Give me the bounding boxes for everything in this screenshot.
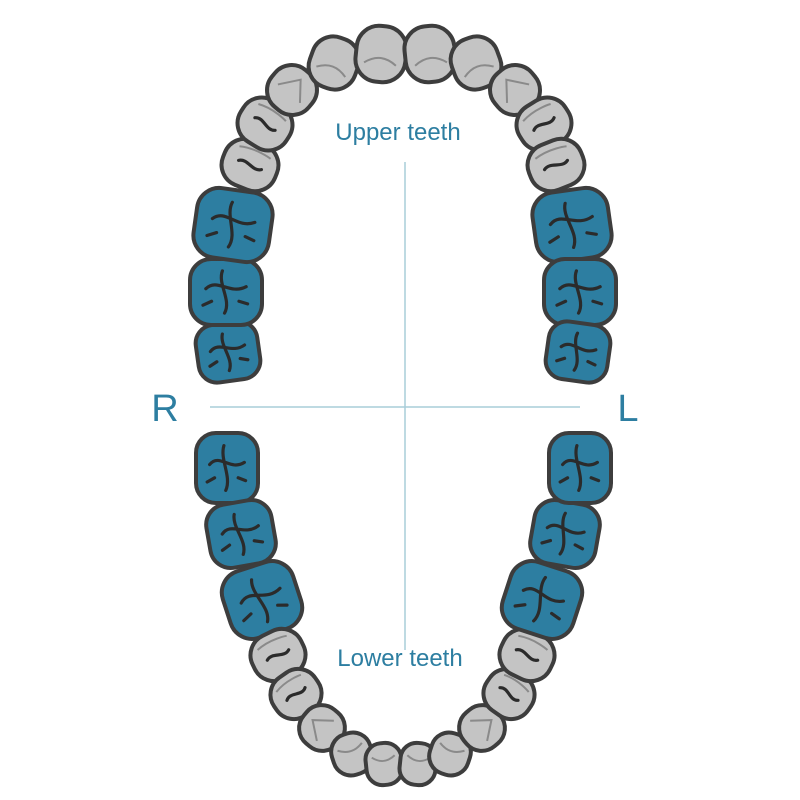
tooth-u-r7 [190, 259, 262, 325]
tooth-u-r8 [193, 319, 262, 385]
left-side-label: L [617, 388, 638, 430]
upper-arch [190, 24, 616, 385]
lower-arch [196, 433, 611, 787]
tooth-l-r8 [196, 433, 258, 503]
molar-crown [544, 259, 616, 325]
molar-crown [190, 185, 275, 265]
tooth-u-r1 [353, 24, 409, 85]
molar-crown [190, 259, 262, 325]
upper-teeth-label: Upper teeth [335, 119, 460, 146]
tooth-u-r6 [190, 185, 275, 265]
tooth-l-l8 [549, 433, 611, 503]
lower-teeth-label: Lower teeth [337, 645, 462, 672]
tooth-u-l7 [544, 259, 616, 325]
tooth-l-l7 [527, 497, 603, 571]
molar-crown [529, 185, 614, 265]
tooth-u-l6 [529, 185, 614, 265]
tooth-u-l8 [543, 319, 612, 385]
right-side-label: R [151, 388, 178, 430]
incisor-crown [353, 24, 409, 85]
